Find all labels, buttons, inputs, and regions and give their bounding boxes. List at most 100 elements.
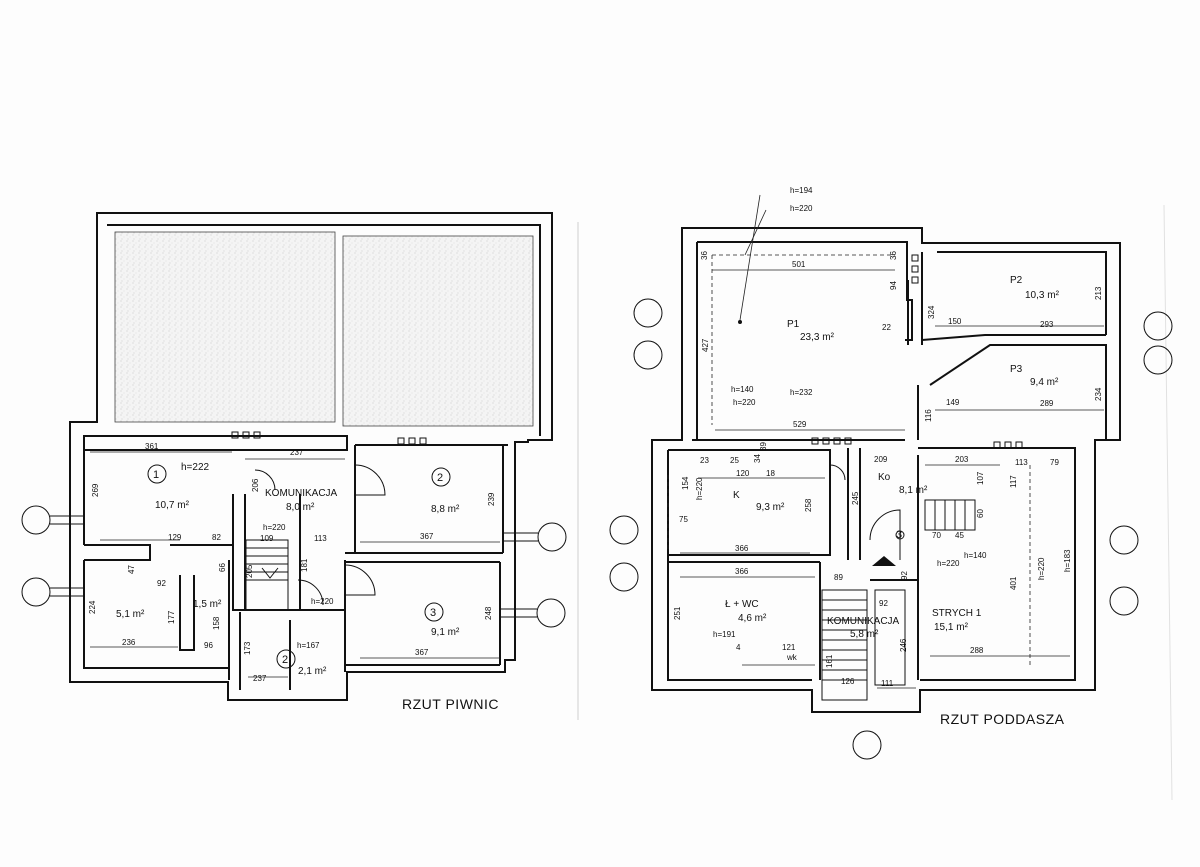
dim: h=220 xyxy=(263,523,286,532)
dim: 36 xyxy=(700,251,709,260)
dim: h=220 xyxy=(1037,557,1046,580)
room-tiny-area: 1,5 m² xyxy=(193,599,222,610)
dim: 203 xyxy=(955,455,969,464)
dim: 251 xyxy=(673,606,682,620)
dim: 47 xyxy=(127,565,136,574)
room-3-area: 9,1 m² xyxy=(431,627,460,638)
door-arc xyxy=(354,464,386,496)
dim: h=194 xyxy=(790,186,813,195)
dim: 401 xyxy=(1009,576,1018,590)
dim: 177 xyxy=(167,610,176,624)
dim: 367 xyxy=(420,532,434,541)
attic-corridor-area: 5,8 m² xyxy=(850,629,879,640)
basement-outer-wall xyxy=(69,212,553,701)
basement-inner-wall xyxy=(107,224,541,436)
room-bath-area: 4,6 m² xyxy=(738,613,767,624)
window-marker xyxy=(1109,586,1139,616)
room-Ko-name: Ko xyxy=(878,472,891,483)
dim: 117 xyxy=(1009,475,1018,488)
room-3-marker: 3 xyxy=(896,529,902,541)
dim: 288 xyxy=(970,646,984,655)
basement-plan: 1 h=222 10,7 m² KOMUNIKACJA 8,0 m² 2 8,8… xyxy=(21,212,567,712)
dim: h=220 xyxy=(733,398,756,407)
dim: 113 xyxy=(314,534,327,543)
dim: 150 xyxy=(948,317,962,326)
window-marker xyxy=(21,577,51,607)
window-marker xyxy=(633,298,663,328)
dim: 111 xyxy=(881,679,894,688)
dim: h=220 xyxy=(937,559,960,568)
room-K-name: K xyxy=(733,490,740,501)
dim: 23 xyxy=(700,456,709,465)
dim: 158 xyxy=(212,616,221,630)
dim: 107 xyxy=(976,471,985,485)
corridor-area: 8,0 m² xyxy=(286,502,315,513)
window-marker xyxy=(1143,345,1173,375)
dim: 293 xyxy=(1040,320,1054,329)
dim: 289 xyxy=(1040,399,1054,408)
window-marker xyxy=(1109,525,1139,555)
dim: 25 xyxy=(730,456,739,465)
dim: 92 xyxy=(157,579,166,588)
dim: 66 xyxy=(218,563,227,572)
dim: 366 xyxy=(735,544,749,553)
window-marker xyxy=(609,515,639,545)
dim: 18 xyxy=(766,469,775,478)
dim: 89 xyxy=(834,573,843,582)
attic-plan: P1 23,3 m² h=232 P2 10,3 m² P3 9,4 m² K … xyxy=(609,186,1173,760)
attic-corridor-name: KOMUNIKACJA xyxy=(827,616,900,627)
dim: 92 xyxy=(900,571,909,580)
dim: 224 xyxy=(88,600,97,614)
window-marker xyxy=(537,522,567,552)
dim: 237 xyxy=(253,674,267,683)
dim: 237 xyxy=(290,448,304,457)
room-bath-height: h=191 xyxy=(713,630,736,639)
dim: 75 xyxy=(679,515,688,524)
dim: h=220 xyxy=(311,597,334,606)
room-3-number: 3 xyxy=(430,607,436,619)
dim: h=140 xyxy=(964,551,987,560)
dim: 126 xyxy=(841,677,855,686)
dim: 45 xyxy=(955,531,964,540)
room-P2-name: P2 xyxy=(1010,275,1023,286)
dim: h=140 xyxy=(731,385,754,394)
dim: 324 xyxy=(927,305,936,319)
room-strych-area: 15,1 m² xyxy=(934,622,969,633)
dim: 361 xyxy=(145,442,159,451)
dim: 236 xyxy=(122,638,136,647)
room-P1-height: h=232 xyxy=(790,388,813,397)
dim: 239 xyxy=(487,492,496,506)
basement-wall-top xyxy=(83,435,348,451)
sheet-edge-line xyxy=(1163,204,1173,801)
basement-vents xyxy=(231,431,427,445)
window-marker xyxy=(852,730,882,760)
dim: 60 xyxy=(976,509,985,518)
dim: h=220 xyxy=(695,477,704,500)
room-P1-area: 23,3 m² xyxy=(800,332,835,343)
dim: 22 xyxy=(882,323,891,332)
dim: 173 xyxy=(243,641,252,655)
dim: 258 xyxy=(804,498,813,512)
dim: 245 xyxy=(851,491,860,505)
dim: 246 xyxy=(899,638,908,652)
room-Ko-area: 8,1 m² xyxy=(899,485,928,496)
dim: 213 xyxy=(1094,286,1103,300)
door-arc xyxy=(829,464,846,481)
dim: 248 xyxy=(484,606,493,620)
dim: 39 xyxy=(759,442,768,451)
dim: 205 xyxy=(245,564,254,578)
dim: 70 xyxy=(932,531,941,540)
dim: 529 xyxy=(793,420,807,429)
window-marker xyxy=(1143,311,1173,341)
window-marker xyxy=(536,598,566,628)
foundation-block-left xyxy=(114,231,336,423)
dim: 366 xyxy=(735,567,749,576)
dim: 79 xyxy=(1050,458,1059,467)
dim: 154 xyxy=(681,476,690,490)
room-2b-height: h=167 xyxy=(297,641,320,650)
dim: 209 xyxy=(874,455,888,464)
door-arc xyxy=(297,579,324,606)
window-marker xyxy=(633,340,663,370)
corridor-name: KOMUNIKACJA xyxy=(265,488,338,499)
room-P1-name: P1 xyxy=(787,319,800,330)
